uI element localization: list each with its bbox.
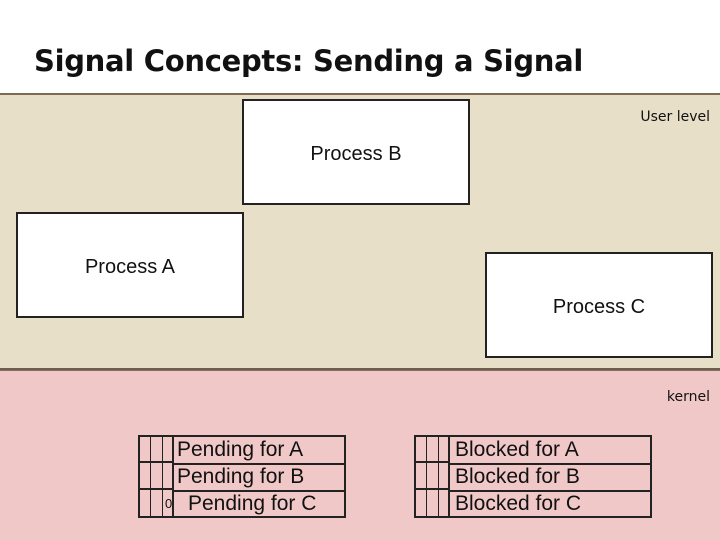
process-b-box: Process B	[242, 99, 470, 205]
blocked-bit-divider	[426, 437, 427, 516]
pending-row-b: Pending for B	[177, 465, 305, 488]
slide-title: Signal Concepts: Sending a Signal	[34, 44, 584, 78]
pending-bit-value: 0	[165, 496, 173, 511]
blocked-bit-divider	[438, 437, 439, 516]
pending-bit-divider	[150, 437, 151, 516]
pending-table	[174, 435, 346, 518]
process-b-label: Process B	[310, 143, 402, 165]
user-level-label: User level	[640, 109, 710, 125]
blocked-table	[450, 435, 652, 518]
pending-bit-row-divider	[138, 488, 174, 490]
process-c-label: Process C	[552, 296, 646, 318]
process-a-label: Process A	[84, 256, 176, 278]
pending-bit-vector	[138, 435, 174, 518]
blocked-bit-row-divider	[414, 461, 450, 463]
pending-bit-divider	[162, 437, 163, 516]
blocked-row-b: Blocked for B	[455, 465, 580, 488]
blocked-row-c: Blocked for C	[455, 492, 582, 515]
pending-row-a: Pending for A	[177, 438, 304, 461]
blocked-row-a: Blocked for A	[455, 438, 579, 461]
pending-row-divider	[174, 463, 344, 465]
kernel-label: kernel	[666, 389, 710, 405]
blocked-bit-row-divider	[414, 488, 450, 490]
process-c-box: Process C	[485, 252, 713, 358]
blocked-row-divider	[450, 463, 650, 465]
kernel-region: kernel	[0, 370, 720, 540]
pending-bit-row-divider	[138, 461, 174, 463]
pending-row-divider	[174, 490, 344, 492]
pending-row-c: Pending for C	[188, 492, 317, 515]
process-a-box: Process A	[16, 212, 244, 318]
blocked-row-divider	[450, 490, 650, 492]
blocked-bit-vector	[414, 435, 450, 518]
